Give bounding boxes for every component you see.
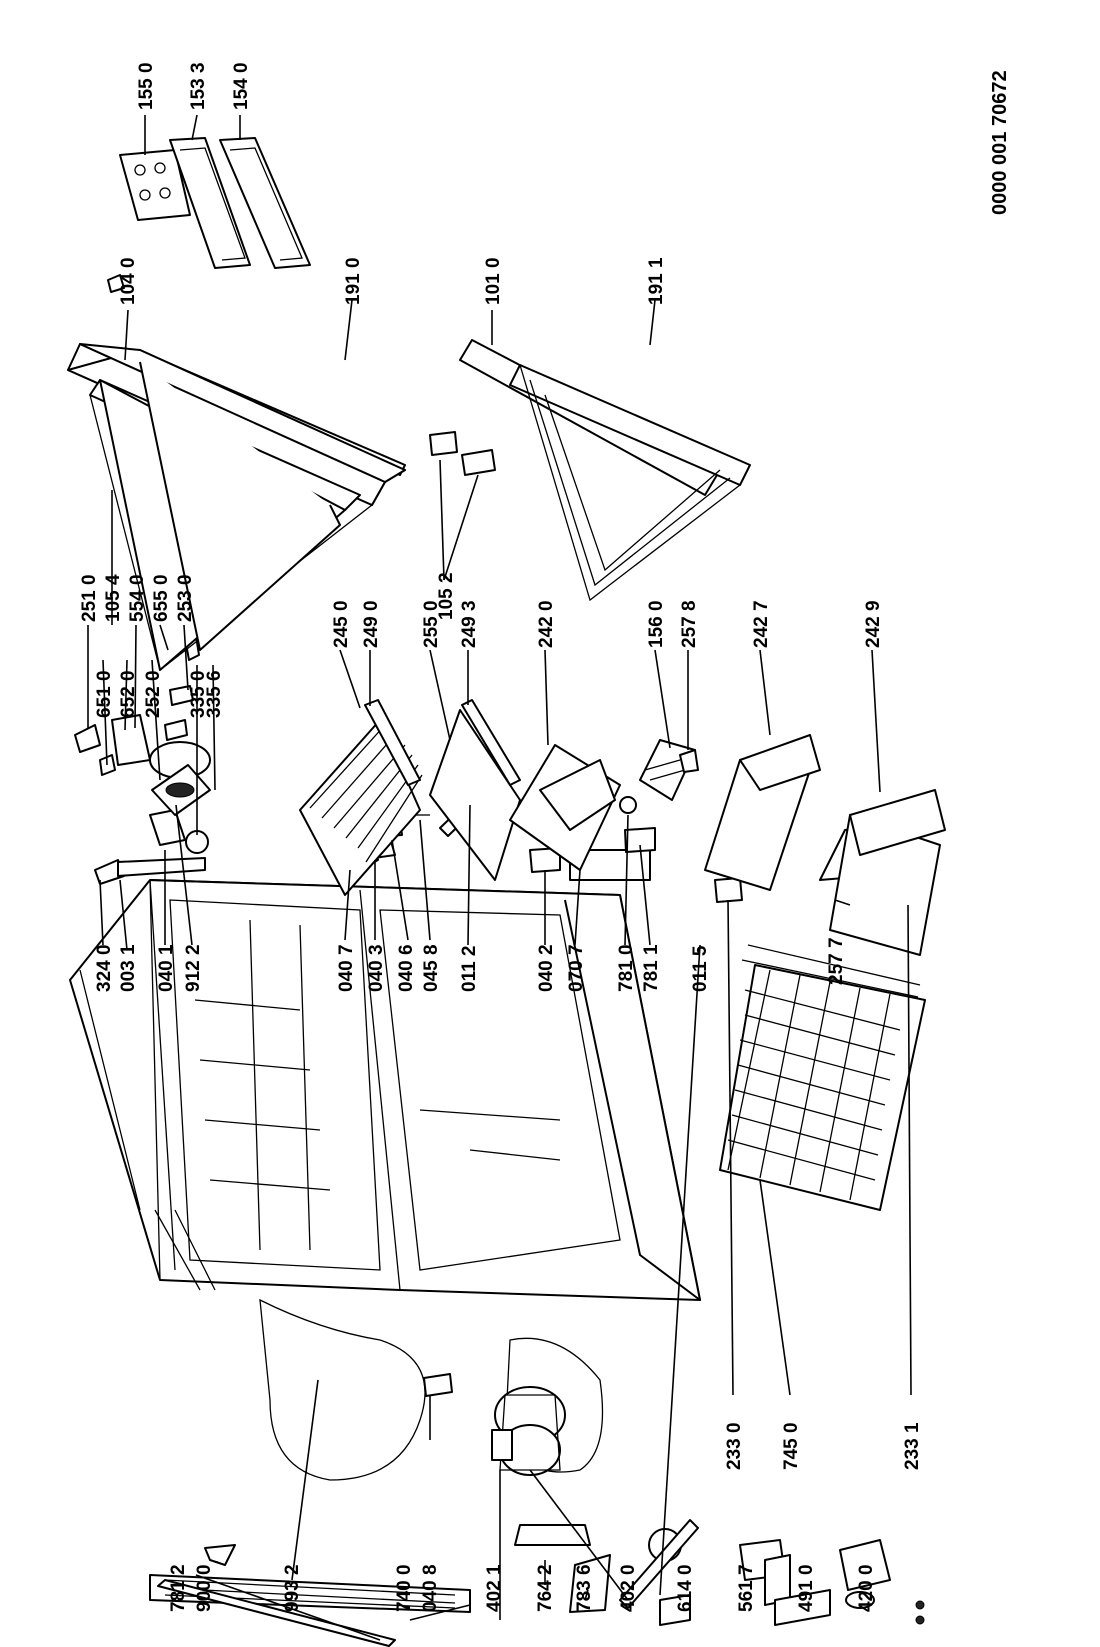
label-249-0: 249 0 bbox=[361, 600, 382, 648]
label-040-3: 040 3 bbox=[366, 944, 387, 992]
label-253-0: 253 0 bbox=[175, 574, 196, 622]
label-040-2: 040 2 bbox=[536, 944, 557, 992]
label-154-0: 154 0 bbox=[231, 62, 252, 110]
doors bbox=[67, 274, 751, 672]
label-011-2: 011 2 bbox=[459, 946, 480, 993]
label-249-3: 249 3 bbox=[459, 600, 480, 648]
label-045-8: 045 8 bbox=[421, 944, 442, 992]
label-324-0: 324 0 bbox=[94, 944, 115, 992]
label-156-0: 156 0 bbox=[646, 600, 667, 648]
label-900-0: 900 0 bbox=[194, 1564, 215, 1612]
label-191-0: 191 0 bbox=[343, 257, 364, 305]
label-554-0: 554 0 bbox=[127, 574, 148, 622]
label-335-0: 335 0 bbox=[188, 670, 209, 718]
label-040-1: 040 1 bbox=[156, 944, 177, 992]
wire-shelves bbox=[719, 944, 926, 1211]
label-153-3: 153 3 bbox=[188, 62, 209, 110]
label-783-6: 783 6 bbox=[574, 1564, 595, 1612]
glass-shelves bbox=[299, 699, 521, 896]
label-105-4: 105 4 bbox=[103, 574, 124, 622]
label-764-2: 764 2 bbox=[535, 1564, 556, 1612]
label-402-1: 402 1 bbox=[484, 1564, 505, 1612]
label-651-0: 651 0 bbox=[94, 670, 115, 718]
label-614-0: 614 0 bbox=[675, 1564, 696, 1612]
cabinet-body bbox=[69, 879, 701, 1481]
label-233-1: 233 1 bbox=[902, 1422, 923, 1470]
leader-lines bbox=[87, 114, 912, 1641]
label-242-9: 242 9 bbox=[863, 600, 884, 648]
label-420-0: 420 0 bbox=[856, 1564, 877, 1612]
label-255-0: 255 0 bbox=[421, 600, 442, 648]
door-bins bbox=[119, 137, 311, 269]
label-155-0: 155 0 bbox=[136, 62, 157, 110]
label-040-7: 040 7 bbox=[336, 944, 357, 992]
label-070-7: 070 7 bbox=[566, 944, 587, 992]
label-101-0: 101 0 bbox=[483, 257, 504, 305]
label-561-7: 561 7 bbox=[736, 1564, 757, 1612]
label-104-0: 104 0 bbox=[118, 257, 139, 305]
label-242-7: 242 7 bbox=[751, 600, 772, 648]
label-740-0: 740 0 bbox=[394, 1564, 415, 1612]
label-745-0: 745 0 bbox=[781, 1422, 802, 1470]
label-781-2: 781 2 bbox=[168, 1564, 189, 1612]
label-242-0: 242 0 bbox=[536, 600, 557, 648]
label-652-0: 652 0 bbox=[118, 670, 139, 718]
label-003-1: 003 1 bbox=[118, 944, 139, 992]
label-491-0: 491 0 bbox=[796, 1564, 817, 1612]
label-191-1: 191 1 bbox=[646, 257, 667, 305]
label-040-6: 040 6 bbox=[396, 944, 417, 992]
label-655-0: 655 0 bbox=[151, 574, 172, 622]
label-402-0: 402 0 bbox=[618, 1564, 639, 1612]
label-245-0: 245 0 bbox=[331, 600, 352, 648]
label-011-5: 011 5 bbox=[690, 945, 711, 992]
electrical-parts bbox=[514, 1524, 925, 1626]
label-257-7: 257 7 bbox=[826, 937, 847, 985]
document-number: 0000 001 70672 bbox=[989, 70, 1011, 215]
label-912-2: 912 2 bbox=[183, 944, 204, 992]
label-251-0: 251 0 bbox=[79, 574, 100, 622]
label-993-2: 993 2 bbox=[282, 1564, 303, 1612]
compressor bbox=[491, 1386, 566, 1476]
label-257-8: 257 8 bbox=[679, 600, 700, 648]
label-781-1: 781 1 bbox=[641, 944, 662, 992]
part-labels: 781 2 900 0 993 2 740 0 040 8 402 1 764 … bbox=[79, 62, 1011, 1612]
condenser bbox=[149, 1544, 471, 1647]
label-233-0: 233 0 bbox=[724, 1422, 745, 1470]
label-105-2: 105 2 bbox=[436, 572, 457, 620]
part-illustrations bbox=[67, 137, 946, 1647]
crisper-drawers bbox=[509, 734, 946, 956]
thermostat-group bbox=[74, 629, 211, 854]
label-335-6: 335 6 bbox=[204, 670, 225, 718]
label-781-0: 781 0 bbox=[616, 944, 637, 992]
label-252-0: 252 0 bbox=[143, 670, 164, 718]
label-040-8: 040 8 bbox=[420, 1564, 441, 1612]
